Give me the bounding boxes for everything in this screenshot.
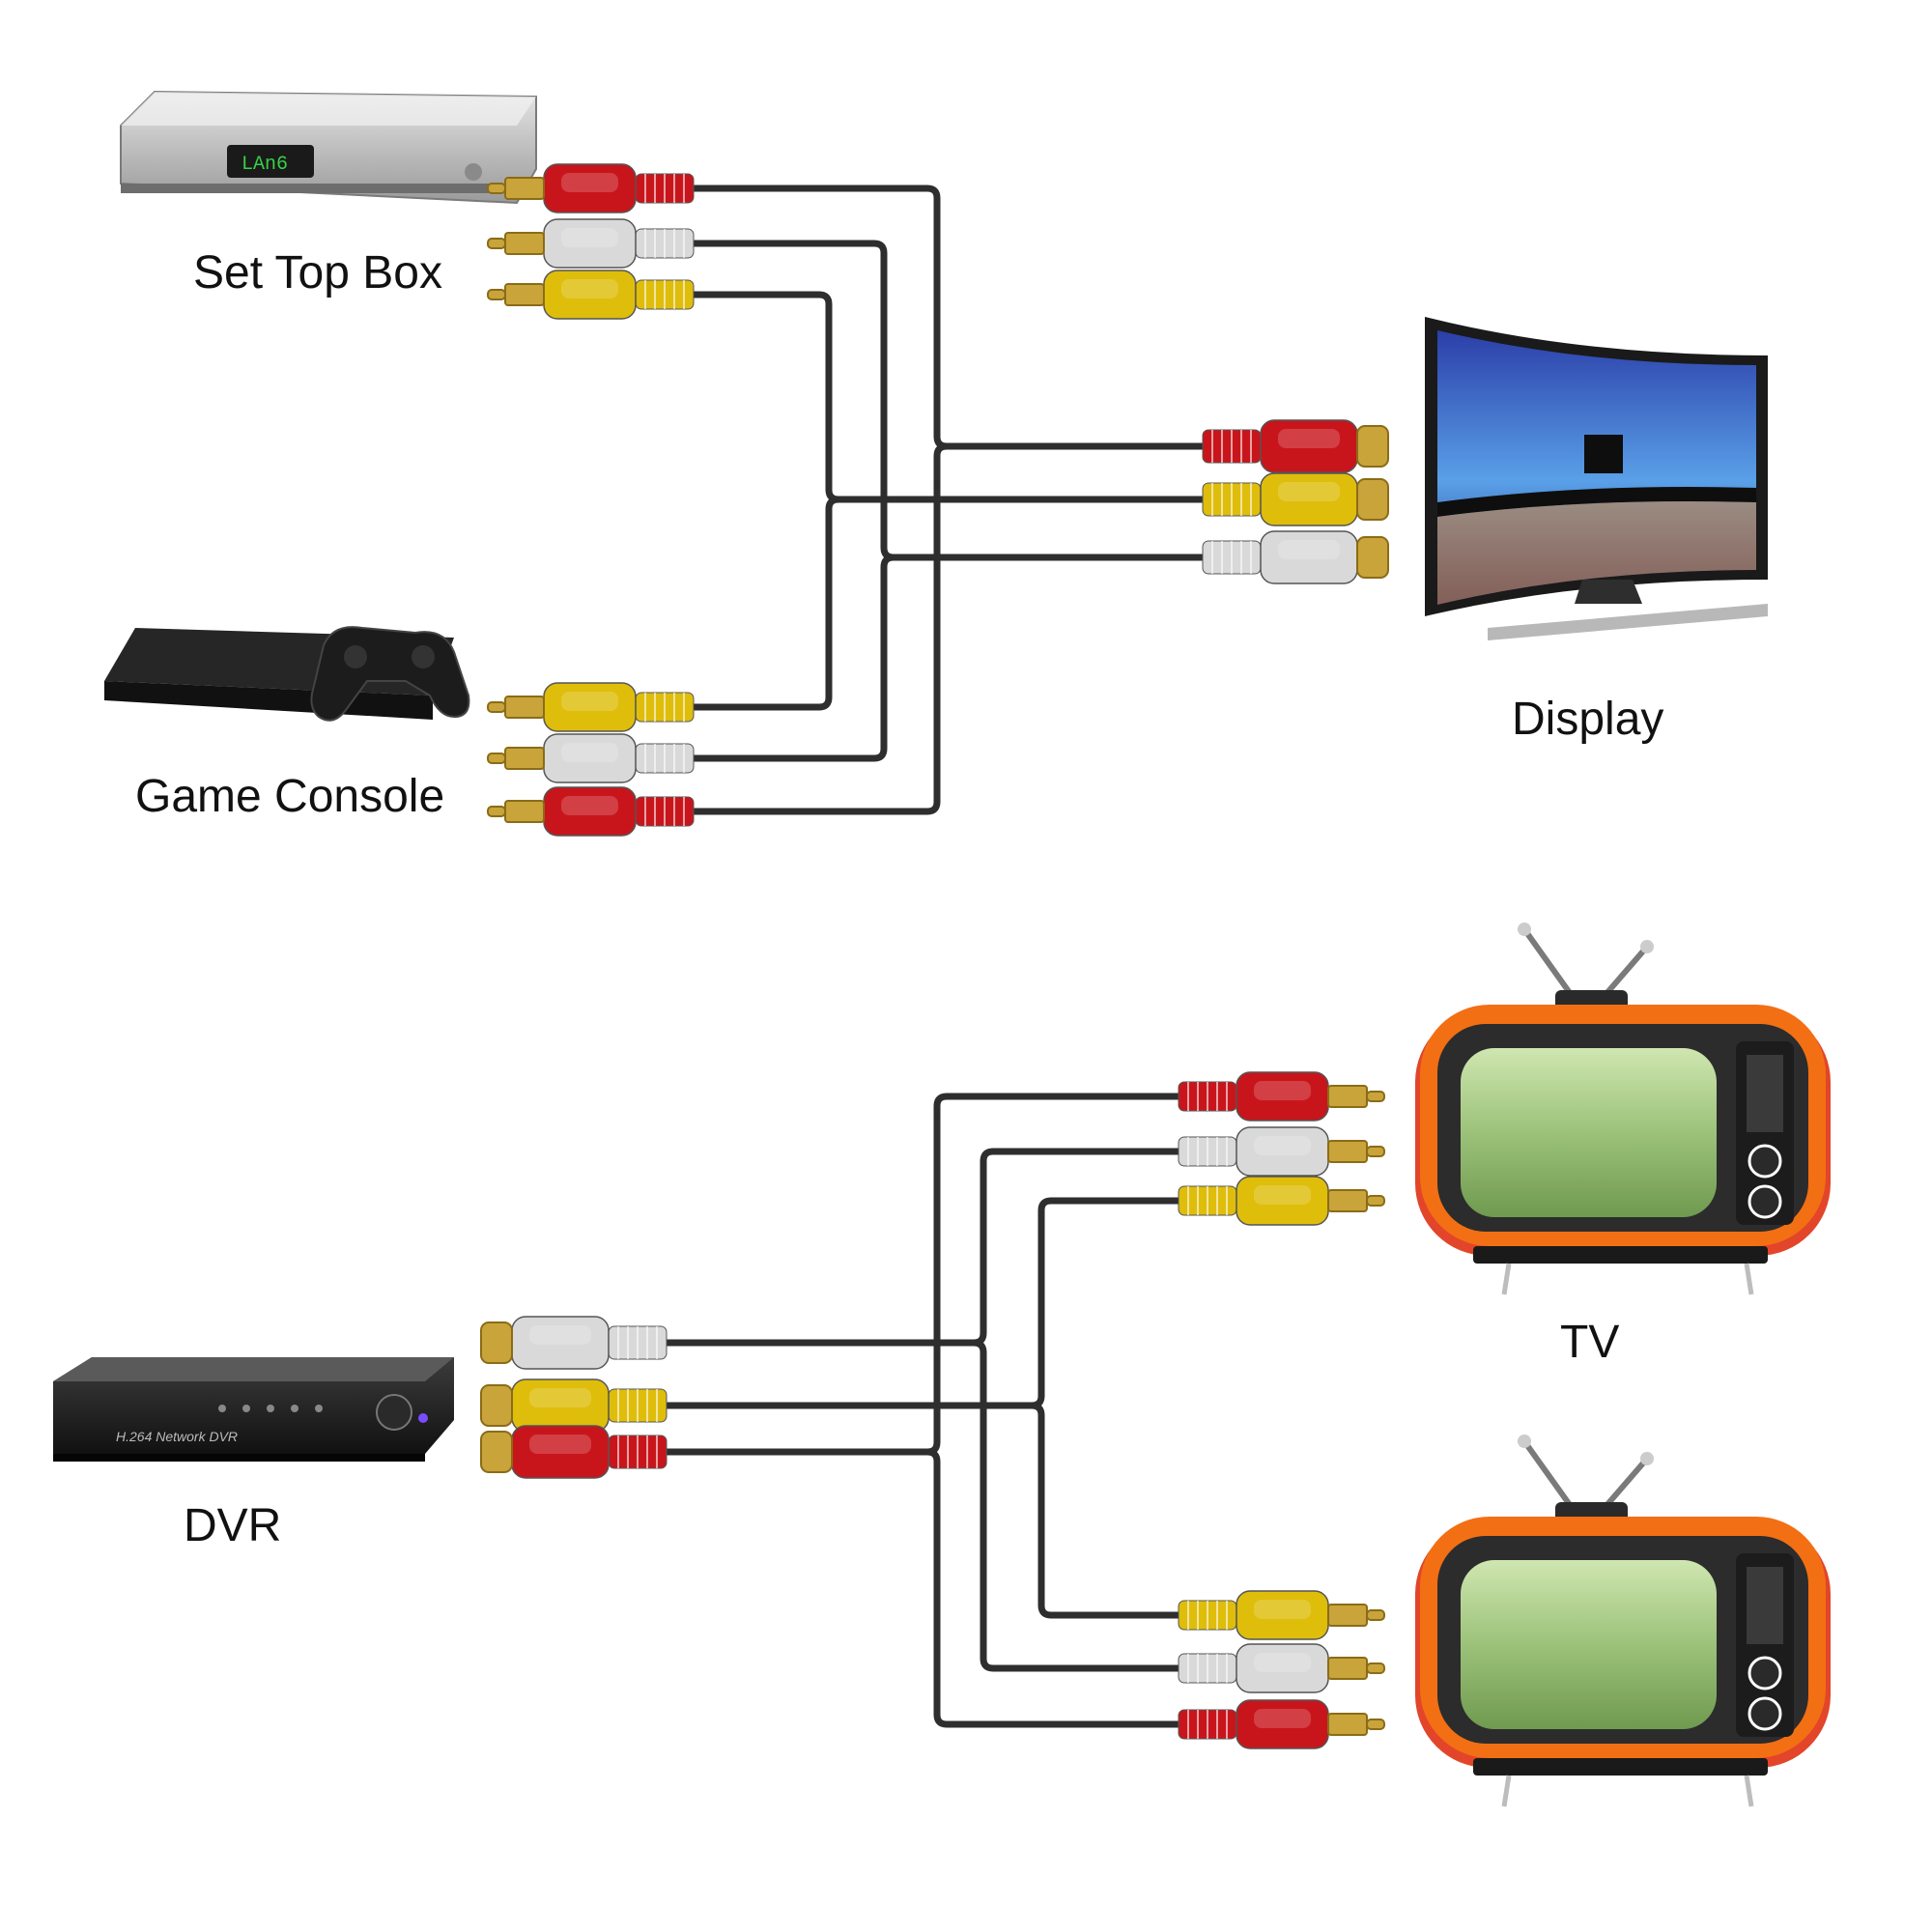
dvr-yellow-jack <box>480 1378 668 1433</box>
tv1-white-plug <box>1178 1126 1385 1177</box>
cable-dvr-tv2-white <box>970 1339 1182 1672</box>
label-set-top-box: Set Top Box <box>193 247 442 298</box>
rca-plugs <box>480 163 1389 1749</box>
cable-stb-yellow <box>690 291 1207 503</box>
console-yellow-plug <box>487 682 695 732</box>
display-yellow-jack <box>1202 472 1389 526</box>
game-console-device <box>104 626 470 722</box>
display-device <box>1425 317 1768 640</box>
label-dvr: DVR <box>184 1500 281 1551</box>
tv2-white-plug <box>1178 1643 1385 1693</box>
cable-dvr-tv1-yellow <box>663 1197 1182 1409</box>
dvr-white-jack <box>480 1316 668 1370</box>
retro-tv-1-device <box>1415 923 1831 1295</box>
tv1-yellow-plug <box>1178 1176 1385 1226</box>
stb-white-plug <box>487 218 695 269</box>
tv2-red-plug <box>1178 1699 1385 1749</box>
set-top-box-device: LAn6 <box>120 90 537 205</box>
cable-dvr-tv1-white <box>663 1148 1182 1347</box>
cable-stb-white <box>690 240 1207 561</box>
dvr-device: H.264 Network DVR <box>53 1357 454 1462</box>
console-red-plug <box>487 786 695 837</box>
display-red-jack <box>1202 419 1389 473</box>
tv1-red-plug <box>1178 1071 1385 1122</box>
set-top-box-display-text: LAn6 <box>242 154 288 176</box>
tv2-yellow-plug <box>1178 1590 1385 1640</box>
cable-console-white <box>690 554 897 762</box>
label-game-console: Game Console <box>135 771 444 822</box>
dvr-red-jack <box>480 1425 668 1479</box>
stb-red-plug <box>487 163 695 213</box>
retro-tv-2-device <box>1415 1435 1831 1807</box>
cable-console-yellow <box>690 496 842 711</box>
label-display: Display <box>1512 694 1663 745</box>
display-white-jack <box>1202 530 1389 584</box>
cables <box>663 185 1207 1728</box>
label-tv: TV <box>1560 1317 1619 1368</box>
stb-yellow-plug <box>487 270 695 320</box>
cable-dvr-tv2-red <box>923 1448 1182 1728</box>
console-white-plug <box>487 733 695 783</box>
cable-stb-red <box>690 185 1207 450</box>
cable-dvr-tv2-yellow <box>1028 1402 1182 1619</box>
dvr-model-text: H.264 Network DVR <box>116 1429 238 1444</box>
cable-console-red <box>690 442 951 815</box>
